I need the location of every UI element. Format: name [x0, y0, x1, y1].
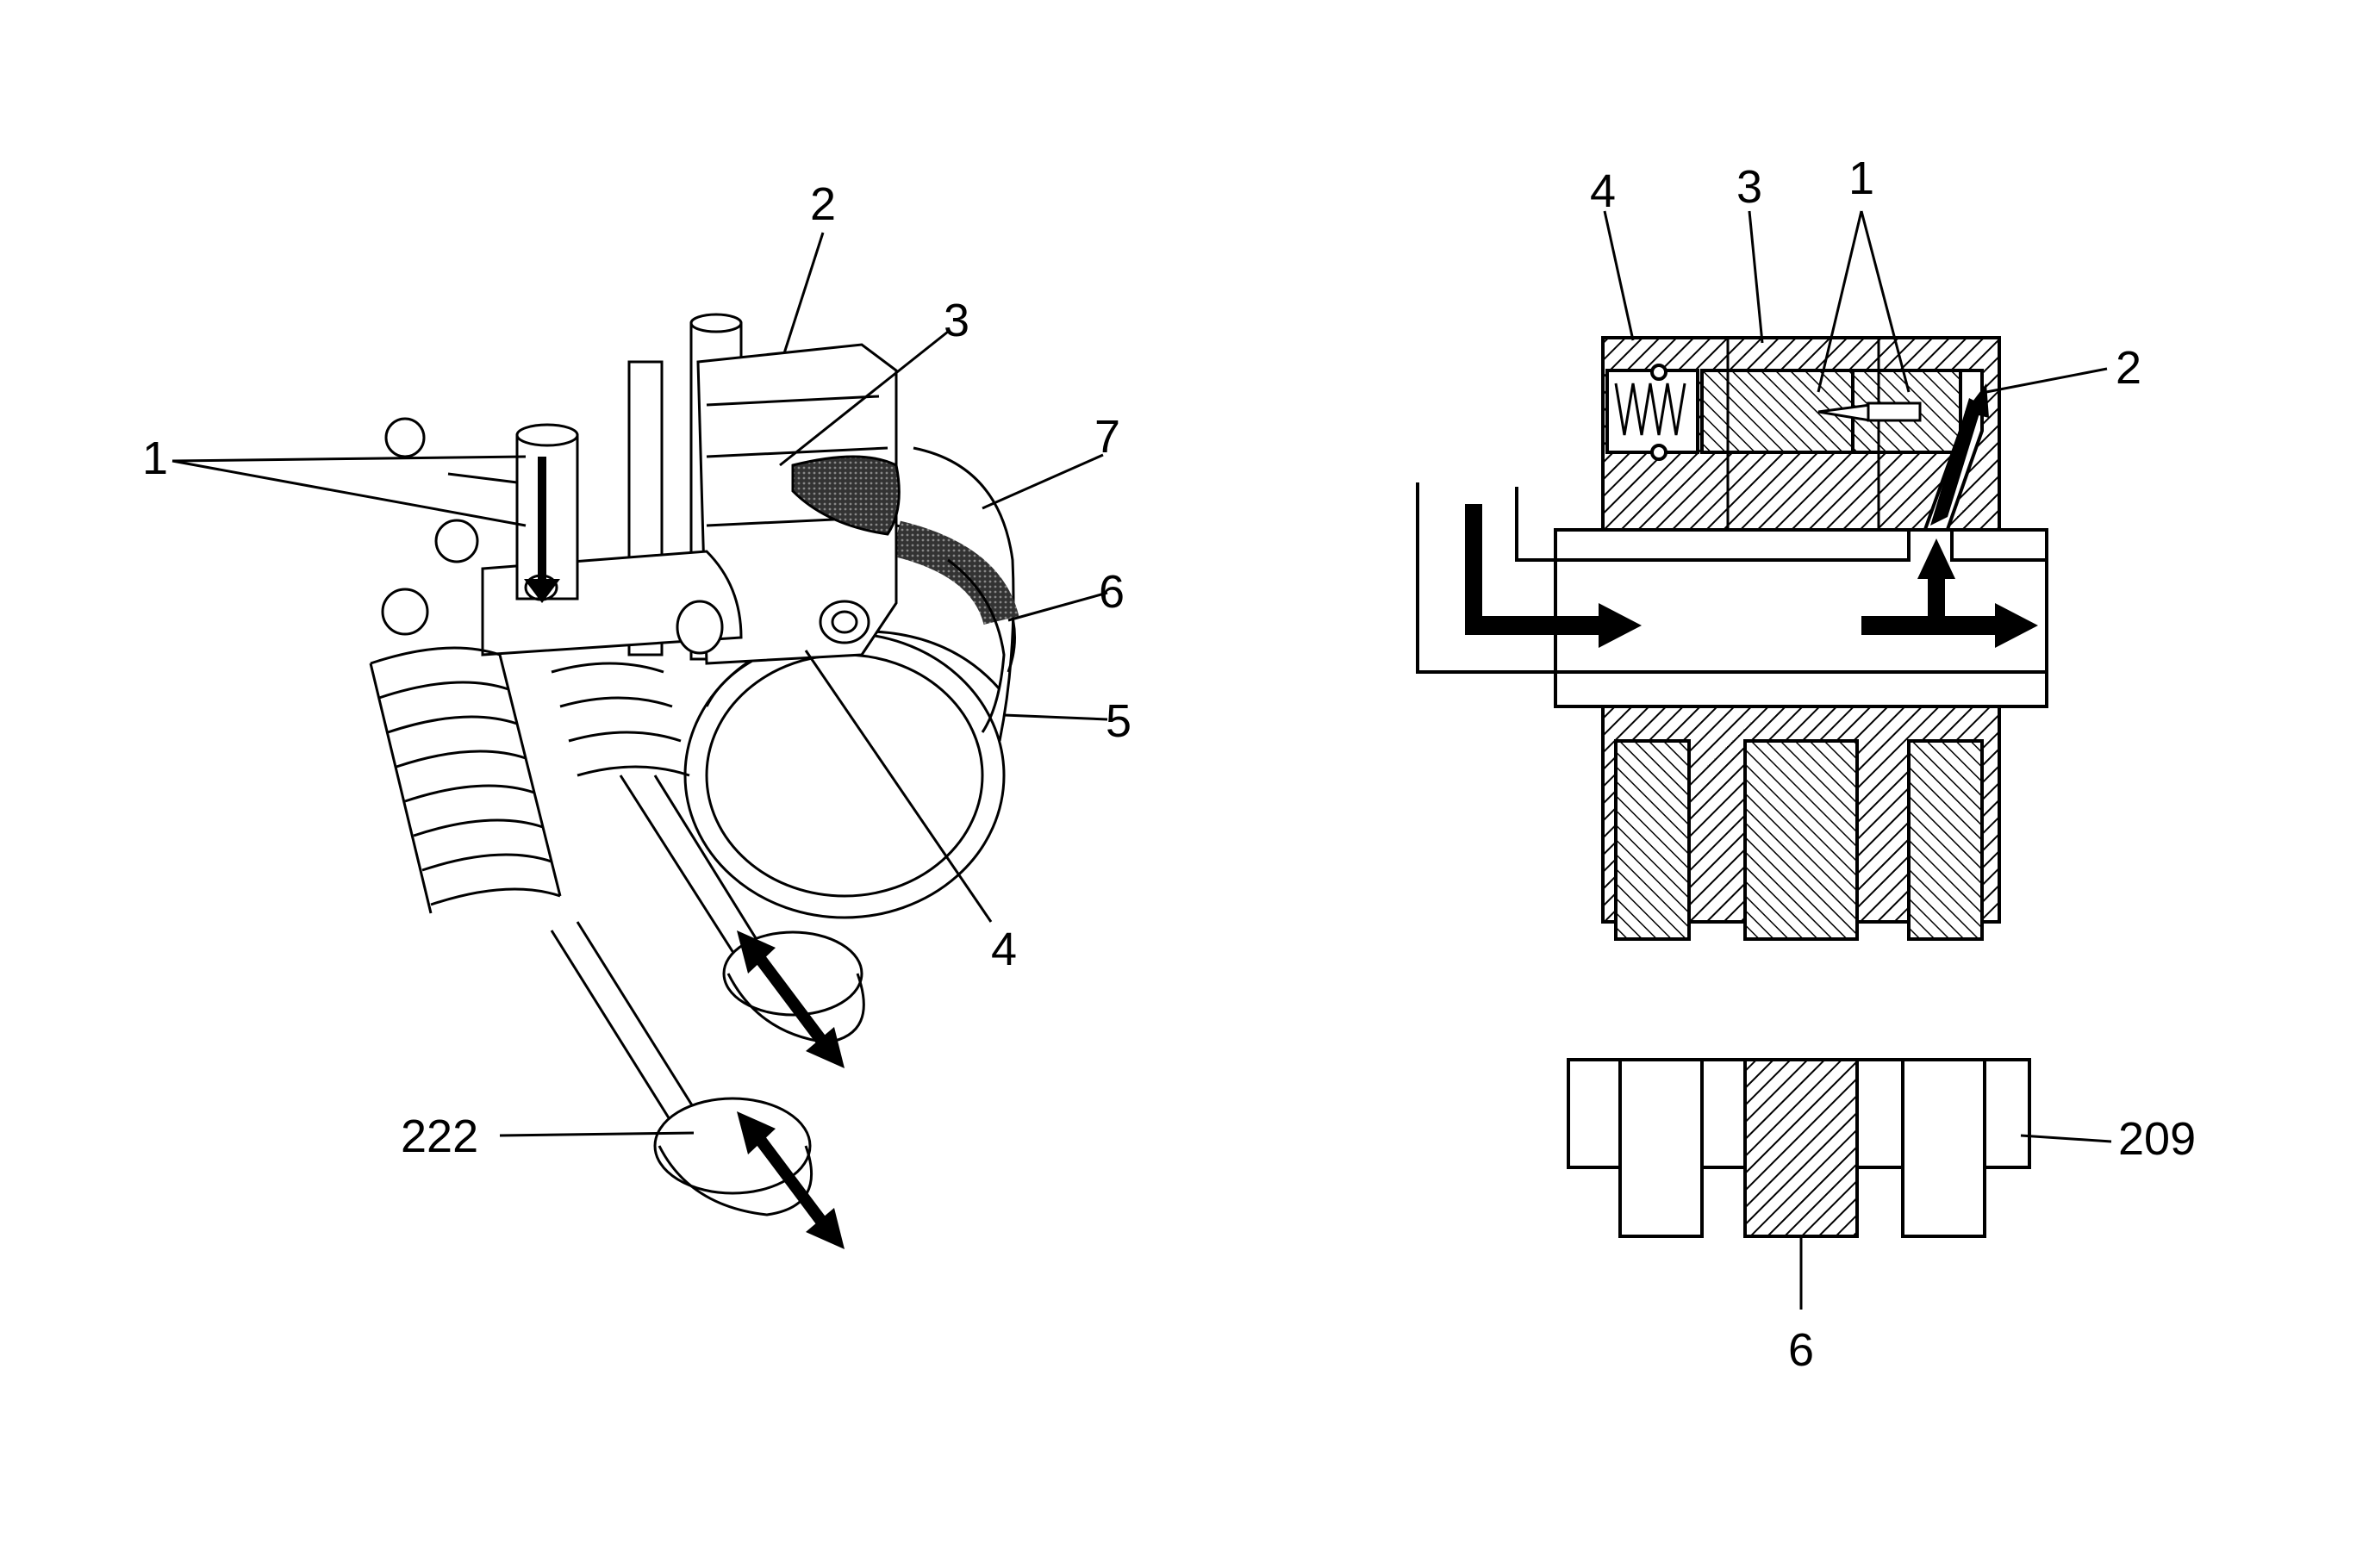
valve-arrow-lower	[737, 1111, 845, 1249]
callout-2-left: 2	[810, 178, 836, 230]
callout-1-left: 1	[142, 432, 168, 484]
leader-lines-left	[171, 232, 1108, 1137]
callout-5-left: 5	[1106, 695, 1131, 747]
flow-arrows-right	[1465, 383, 2038, 648]
callout-3-right: 3	[1736, 161, 1762, 213]
roller-right	[1907, 739, 1984, 941]
roller-left	[1614, 739, 1691, 941]
valve-springs	[369, 646, 690, 914]
oil-passage-outline	[1416, 482, 2047, 674]
ball-top	[1650, 364, 1667, 381]
callout-7-left: 7	[1094, 411, 1120, 463]
leader-lines-right	[1603, 210, 2112, 1310]
flow-arrow-diagonal	[1930, 398, 1982, 526]
lobe-center	[1743, 1058, 1859, 1238]
callout-6-left: 6	[1099, 566, 1125, 618]
lobe-left	[1618, 1058, 1704, 1238]
roller-center	[1743, 739, 1859, 941]
latch-arrow-shaft	[538, 457, 546, 586]
callout-222-left: 222	[401, 1111, 478, 1162]
callout-1-right: 1	[1848, 152, 1874, 204]
callout-6-right: 6	[1788, 1324, 1814, 1376]
lobe-right	[1901, 1058, 1986, 1238]
camshaft-drum	[683, 630, 1006, 919]
flow-arrow-up	[1917, 538, 1955, 579]
spring	[1614, 383, 1686, 436]
ball-bottom	[1650, 444, 1667, 461]
bolts	[381, 417, 518, 636]
latch-arrow-head	[524, 579, 560, 603]
flow-arrow-right-2	[1995, 603, 2038, 648]
flow-arrow-down	[1465, 504, 1482, 633]
valve-arrow-upper	[737, 930, 845, 1068]
callout-2-right: 2	[2116, 342, 2141, 394]
cam-follower	[481, 343, 901, 665]
latch-pin-housing	[515, 423, 579, 601]
callout-209-right: 209	[2118, 1113, 2196, 1165]
flow-arrow-right-1	[1599, 603, 1642, 648]
valvetrain-illustration	[369, 313, 1019, 1216]
motion-arrows-left	[524, 457, 845, 1249]
callout-3-left: 3	[944, 295, 969, 346]
cam-rings	[891, 446, 1019, 742]
callout-4-left: 4	[991, 924, 1017, 975]
section-diagram	[1416, 336, 2048, 1238]
callout-4-right: 4	[1590, 165, 1616, 217]
